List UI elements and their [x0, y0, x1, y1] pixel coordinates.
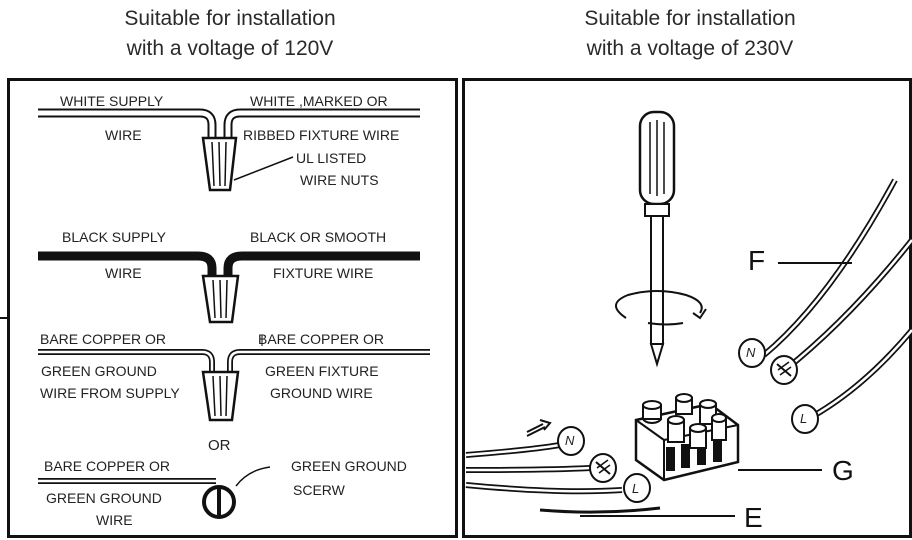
label-green-ground-bottom: GREEN GROUND — [46, 490, 162, 506]
heading-230v-line2: with a voltage of 230V — [586, 37, 794, 60]
ground-screw-icon — [202, 485, 236, 519]
label-green-ground-left: GREEN GROUND — [41, 363, 157, 379]
wire-nut-pointer — [233, 156, 294, 181]
label-white-fixture-1: WHITE ,MARKED OR — [250, 93, 388, 109]
label-white-fixture-2: RIBBED FIXTURE WIRE — [243, 127, 400, 143]
rotation-arrow-icon — [615, 290, 707, 326]
label-wire-bottom: WIRE — [96, 512, 133, 528]
heading-230v-line1: Suitable for installation — [584, 7, 796, 30]
white-supply-wire — [38, 108, 217, 138]
label-black-fixture-2: FIXTURE WIRE — [273, 265, 374, 281]
label-or: OR — [208, 437, 231, 454]
label-black-fixture-1: BLACK OR SMOOTH — [250, 229, 387, 245]
white-fixture-wire — [223, 108, 420, 138]
ground-screw-pointer — [235, 466, 271, 487]
symbol-neutral-left: N — [565, 433, 575, 448]
heading-120v-line2: with a voltage of 120V — [126, 37, 334, 60]
label-green-ground-screw-1: GREEN GROUND — [291, 458, 407, 474]
label-wire-from-supply: WIRE FROM SUPPLY — [40, 385, 180, 401]
live-wire-tip-right — [791, 404, 819, 434]
insert-arrow-icon — [526, 419, 552, 437]
symbol-neutral-right: N — [746, 345, 756, 360]
label-bare-copper-left: BARE COPPER OR — [40, 331, 167, 347]
label-wire-nuts: WIRE NUTS — [300, 172, 379, 188]
black-supply-wire — [38, 251, 217, 278]
screwdriver-icon — [638, 110, 676, 368]
ground-wire-from-supply — [38, 349, 215, 372]
label-f: F — [748, 245, 766, 276]
label-bare-copper-right: BARE COPPER OR — [258, 331, 385, 347]
wire-nut-1 — [201, 136, 238, 192]
label-bare-copper-bottom: BARE COPPER OR — [44, 458, 171, 474]
cable-f-wires — [762, 178, 912, 423]
label-e: E — [744, 502, 763, 533]
label-ground-wire: GROUND WIRE — [270, 385, 373, 401]
ground-fixture-wire — [227, 349, 430, 372]
ground-wire-tip-left — [589, 453, 617, 483]
label-black-supply: BLACK SUPPLY — [62, 229, 167, 245]
label-ul-listed: UL LISTED — [296, 150, 367, 166]
live-wire-tip-left — [623, 473, 651, 503]
symbol-live-left: L — [632, 481, 640, 496]
terminal-block — [634, 393, 740, 482]
wire-nut-2 — [201, 274, 240, 324]
heading-120v: Suitable for installation with a voltage… — [60, 4, 400, 64]
ground-wire-tip-right — [770, 355, 798, 385]
symbol-live-right: L — [800, 411, 808, 426]
heading-230v: Suitable for installation with a voltage… — [510, 4, 870, 64]
wire-nut-3 — [201, 370, 240, 422]
label-white-supply-wire: WIRE — [105, 127, 142, 143]
label-white-supply: WHITE SUPPLY — [60, 93, 164, 109]
black-fixture-wire — [223, 251, 420, 278]
label-g: G — [832, 455, 854, 486]
heading-120v-line1: Suitable for installation — [124, 7, 336, 30]
cable-e-wires — [465, 442, 661, 514]
neutral-wire-tip-left — [557, 426, 585, 456]
label-green-ground-screw-2: SCERW — [293, 482, 345, 498]
neutral-wire-tip-right — [738, 338, 766, 368]
label-green-fixture: GREEN FIXTURE — [265, 363, 379, 379]
label-black-supply-wire: WIRE — [105, 265, 142, 281]
